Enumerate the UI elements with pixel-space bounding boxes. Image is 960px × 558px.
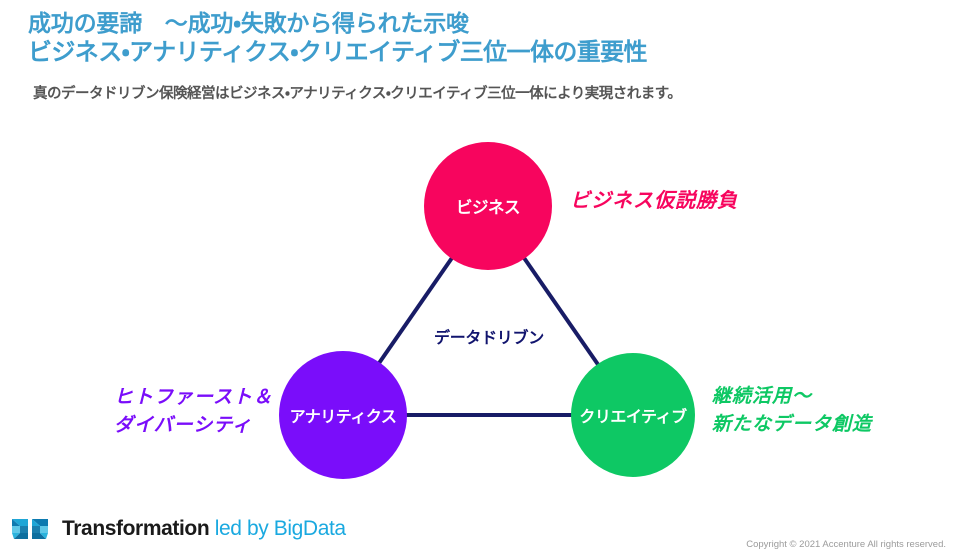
diagram-center-label: データドリブン — [434, 330, 544, 347]
node-creative-label: クリエイティブ — [579, 409, 687, 426]
copyright-text: Copyright © 2021 Accenture All rights re… — [746, 539, 946, 550]
node-analytics[interactable]: アナリティクス — [279, 351, 407, 479]
page-subtitle: 真のデータドリブン保険経営はビジネス・アナリティクス・クリエイティブ三位一体によ… — [33, 86, 682, 102]
annotation-creative-line-2: 新たなデータ創造 — [712, 413, 873, 435]
accenture-bigdata-logo-icon — [12, 519, 48, 539]
node-creative[interactable]: クリエイティブ — [571, 353, 695, 477]
annotation-business-line-1: ビジネス仮説勝負 — [570, 188, 738, 212]
page-title-line-1: 成功の要諦 〜成功・失敗から得られた示唆 — [28, 10, 469, 36]
brand-text-light: led by BigData — [214, 517, 346, 540]
annotation-analytics-line-2: ダイバーシティ — [114, 414, 253, 436]
node-analytics-label: アナリティクス — [289, 409, 397, 426]
edge-business-creative — [521, 254, 602, 368]
annotation-analytics: ヒトファースト＆ ダイバーシティ — [114, 383, 273, 439]
node-business-label: ビジネス — [456, 199, 521, 217]
annotation-creative-line-1: 継続活用〜 — [712, 385, 813, 407]
annotation-creative: 継続活用〜 新たなデータ創造 — [712, 382, 872, 438]
annotation-analytics-line-1: ヒトファースト＆ — [114, 386, 274, 408]
node-business[interactable]: ビジネス — [424, 142, 552, 270]
annotation-business: ビジネス仮説勝負 — [570, 186, 738, 214]
footer-brand: Transformation led by BigData — [10, 513, 346, 545]
brand-text: Transformation led by BigData — [62, 517, 346, 541]
page-header: 成功の要諦 〜成功・失敗から得られた示唆 ビジネス・アナリティクス・クリエイティ… — [28, 8, 928, 68]
page-title-line-2: ビジネス・アナリティクス・クリエイティブ三位一体の重要性 — [28, 39, 648, 66]
brand-text-bold: Transformation — [62, 517, 210, 540]
edge-business-analytics — [376, 254, 455, 367]
